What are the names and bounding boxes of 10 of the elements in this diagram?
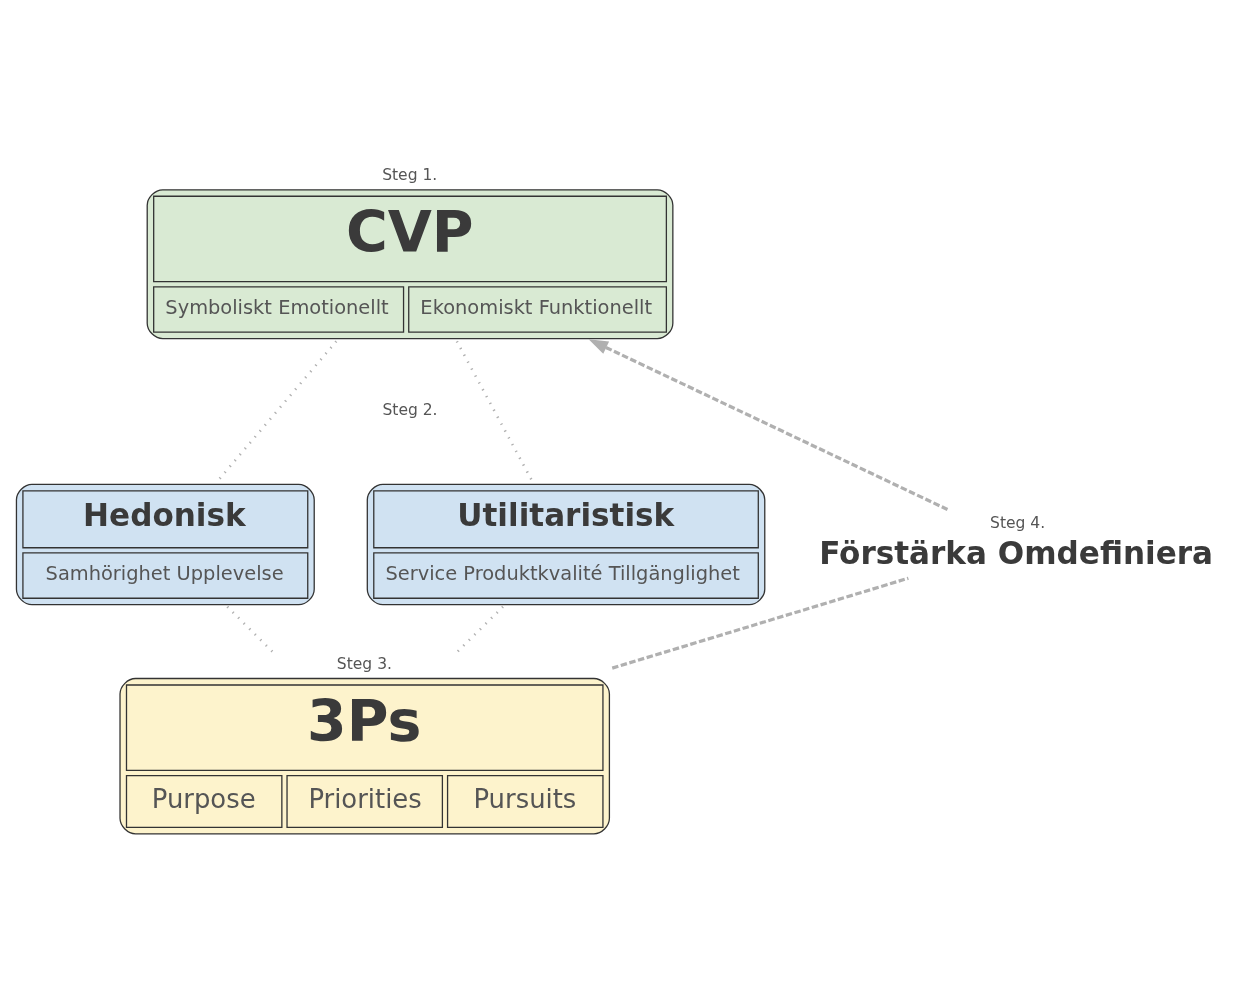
node-label: Steg 3. — [336, 654, 392, 673]
label: Steg 2. — [382, 401, 438, 420]
node-label: Steg 1. — [382, 166, 438, 185]
node-text: Steg 4. Förstärka Omdefiniera — [819, 513, 1214, 571]
connector — [216, 340, 338, 482]
connector — [455, 605, 504, 654]
arrow — [588, 339, 949, 511]
connector — [226, 605, 275, 654]
connector — [611, 576, 909, 670]
connector — [455, 340, 534, 482]
